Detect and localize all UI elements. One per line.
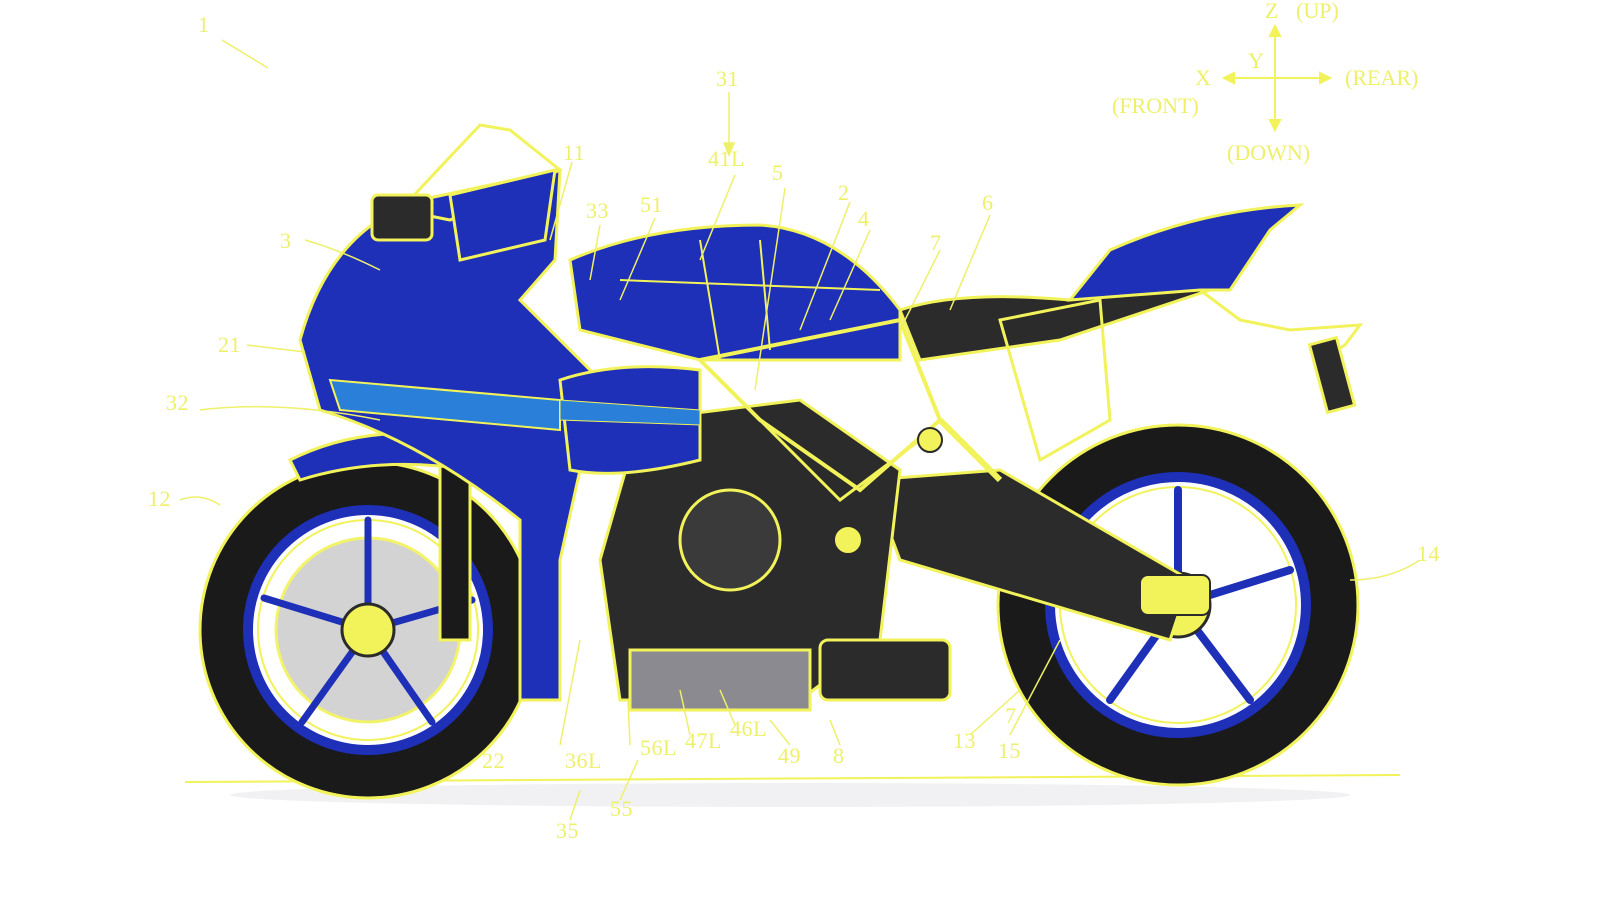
tail-cowl — [1066, 203, 1305, 302]
ref-36L: 36L — [565, 748, 602, 773]
ref-8: 8 — [833, 743, 845, 768]
leader-lines — [179, 39, 1421, 821]
ref-2: 2 — [838, 180, 850, 205]
ref-51: 51 — [640, 192, 663, 217]
ref-31: 31 — [716, 66, 739, 91]
ref-6: 6 — [982, 190, 994, 215]
ref-49: 49 — [778, 743, 801, 768]
ref-1: 1 — [198, 12, 210, 37]
axis-rear-label: (REAR) — [1345, 65, 1419, 90]
mirror — [370, 193, 434, 242]
ref-7-upper: 7 — [930, 230, 942, 255]
ref-13: 13 — [953, 728, 976, 753]
ref-47L: 47L — [685, 728, 722, 753]
front-fairing — [298, 168, 602, 702]
subframe — [998, 298, 1112, 463]
ref-5: 5 — [772, 160, 784, 185]
ref-22: 22 — [482, 748, 505, 773]
ref-4: 4 — [858, 206, 870, 231]
ref-7-lower: 7 — [1005, 703, 1017, 728]
axis-down-label: (DOWN) — [1227, 140, 1311, 165]
ref-15: 15 — [998, 738, 1021, 763]
windscreen — [397, 123, 563, 222]
axis-front-label: (FRONT) — [1112, 93, 1199, 118]
ref-32: 32 — [166, 390, 189, 415]
fuel-tank — [568, 223, 902, 362]
axis-x-label: X — [1195, 65, 1211, 90]
ref-14: 14 — [1417, 541, 1440, 566]
exhaust — [818, 638, 952, 702]
ref-3: 3 — [280, 228, 292, 253]
ref-41L: 41L — [708, 146, 745, 171]
ref-55: 55 — [610, 796, 633, 821]
license-bracket — [1199, 288, 1364, 362]
axis-z-label: Z — [1265, 0, 1279, 23]
axis-y-label: Y — [1248, 48, 1264, 73]
axis-indicator — [1221, 23, 1333, 133]
ref-46L: 46L — [730, 716, 767, 741]
ref-35: 35 — [556, 818, 579, 843]
ref-12: 12 — [148, 486, 171, 511]
ref-33: 33 — [586, 198, 609, 223]
ref-56L: 56L — [640, 735, 677, 760]
ref-11: 11 — [563, 140, 586, 165]
ref-21: 21 — [218, 332, 241, 357]
axis-up-label: (UP) — [1296, 0, 1339, 23]
